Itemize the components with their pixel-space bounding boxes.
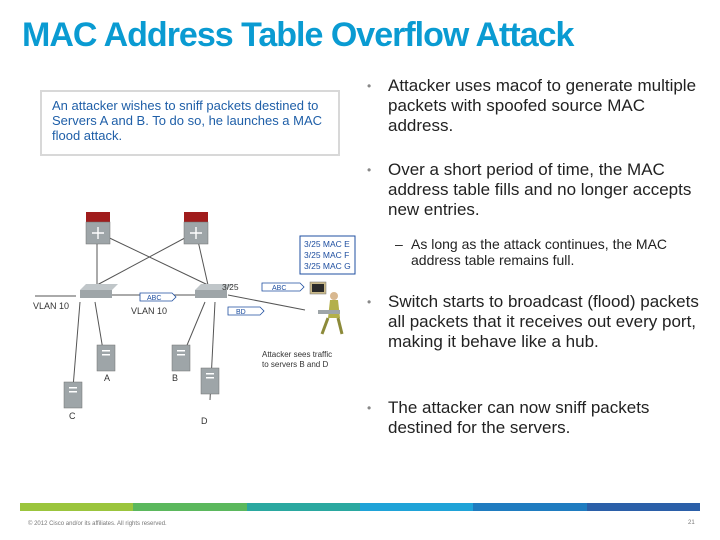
sub-bullet-marker: –: [395, 236, 403, 252]
network-diagram: 3/25 MAC E 3/25 MAC F 3/25 MAC G ABC ABC…: [33, 212, 356, 426]
bullet-item: • Over a short period of time, the MAC a…: [365, 160, 705, 220]
server-label-a: A: [104, 373, 110, 383]
router-left: [85, 212, 111, 245]
bullet-marker: •: [367, 79, 372, 93]
attacker-figure: [309, 281, 344, 335]
bullet-text: Over a short period of time, the MAC add…: [388, 160, 692, 219]
bullet-item: • Switch starts to broadcast (flood) pac…: [365, 292, 705, 352]
copyright-notice: © 2012 Cisco and/or its affiliates. All …: [28, 521, 167, 527]
attacker-caption-line1: Attacker sees traffic: [262, 350, 332, 359]
switch-right: [195, 284, 233, 298]
footer-color-segment: [133, 503, 247, 511]
server-b: [171, 344, 191, 372]
footer-color-bar: [20, 503, 700, 511]
footer-color-segment: [246, 503, 360, 511]
frame-label: BD: [236, 309, 246, 316]
server-label-c: C: [69, 411, 76, 421]
server-label-d: D: [201, 416, 208, 426]
frame-abc-left: ABC: [139, 292, 177, 302]
switch-left: [80, 284, 118, 298]
bullet-item: • Attacker uses macof to generate multip…: [365, 76, 705, 136]
bullet-item: • The attacker can now sniff packets des…: [365, 398, 705, 438]
mac-entry: 3/25 MAC G: [304, 261, 351, 271]
footer-color-segment: [359, 503, 474, 511]
bullet-marker: •: [367, 295, 372, 309]
sub-bullet-text: As long as the attack continues, the MAC…: [411, 236, 668, 268]
mac-entry: 3/25 MAC F: [304, 250, 349, 260]
bullet-marker: •: [367, 163, 372, 177]
server-d: [200, 367, 220, 395]
attacker-caption-line2: to servers B and D: [262, 360, 328, 369]
frame-label: ABC: [272, 285, 286, 292]
bullet-text: Switch starts to broadcast (flood) packe…: [388, 292, 699, 351]
frame-label: ABC: [147, 295, 161, 302]
sub-bullet-item: – As long as the attack continues, the M…: [365, 236, 705, 268]
slide-title: MAC Address Table Overflow Attack: [22, 16, 574, 54]
frame-bd: BD: [227, 306, 265, 316]
bullet-text: The attacker can now sniff packets desti…: [388, 398, 650, 437]
bullet-marker: •: [367, 401, 372, 415]
vlan-label-left: VLAN 10: [33, 301, 69, 311]
footer-color-segment: [473, 503, 587, 511]
server-label-b: B: [172, 373, 178, 383]
mac-address-table: 3/25 MAC E 3/25 MAC F 3/25 MAC G: [299, 235, 356, 275]
footer-color-segment: [586, 503, 700, 511]
scenario-callout: An attacker wishes to sniff packets dest…: [40, 90, 340, 156]
footer-color-segment: [20, 503, 134, 511]
server-a: [96, 344, 116, 372]
frame-abc-right: ABC: [261, 282, 305, 292]
page-number: 21: [688, 520, 695, 526]
port-label: 3/25: [222, 282, 239, 292]
mac-entry: 3/25 MAC E: [304, 239, 350, 249]
vlan-label-center: VLAN 10: [131, 306, 167, 316]
router-right: [183, 212, 209, 245]
server-c: [63, 381, 83, 409]
network-links: [35, 231, 306, 401]
bullet-text: Attacker uses macof to generate multiple…: [388, 76, 697, 135]
